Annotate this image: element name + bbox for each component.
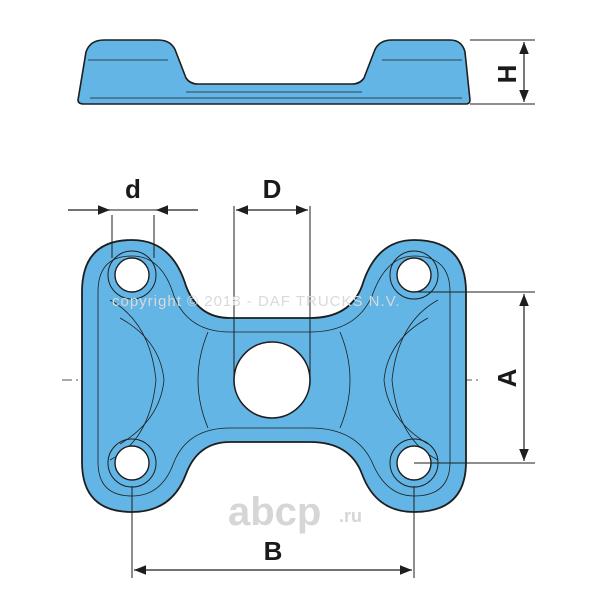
bolt-hole-top-right xyxy=(389,250,439,300)
d-label: d xyxy=(125,174,141,204)
abcp-logo-domain: .ru xyxy=(339,506,362,526)
abcp-logo: abcp .ru xyxy=(228,490,362,534)
side-view-body xyxy=(77,39,471,105)
side-view: H xyxy=(77,39,535,105)
b-label: B xyxy=(264,536,283,566)
big-d-label: D xyxy=(263,174,282,204)
copyright-watermark: copyright © 2018 - DAF TRUCKS N.V. xyxy=(112,293,400,310)
bolt-hole-bottom-left xyxy=(107,438,157,488)
h-label: H xyxy=(492,65,522,84)
bolt-hole-top-left xyxy=(107,250,157,300)
top-view: d D A B xyxy=(62,174,535,578)
center-hole xyxy=(233,341,311,419)
abcp-logo-main: abcp xyxy=(228,490,321,534)
a-label: A xyxy=(492,368,522,387)
